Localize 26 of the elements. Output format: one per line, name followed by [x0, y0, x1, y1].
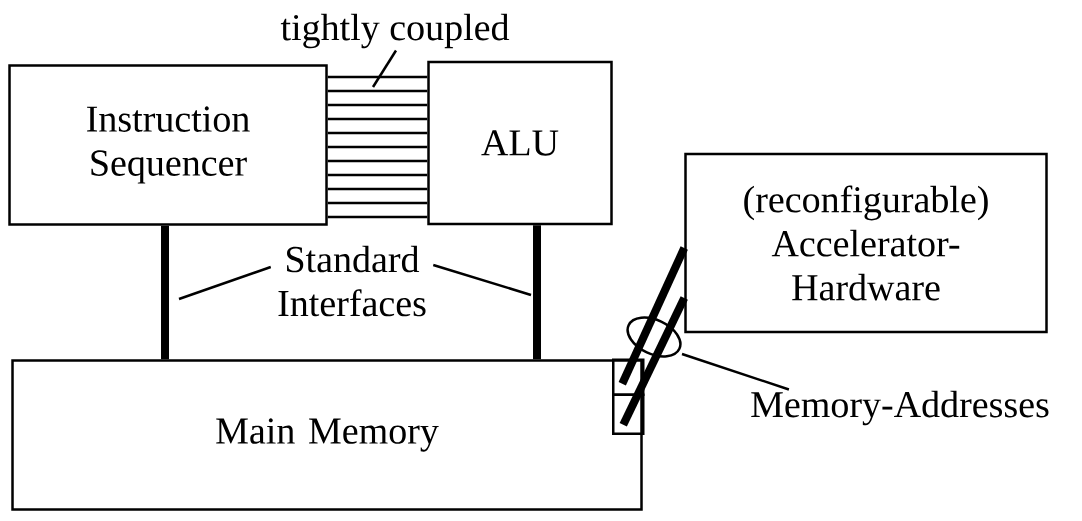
- bus-line: [327, 215, 428, 219]
- bus-line: [327, 201, 428, 205]
- memory-cell: [612, 358, 645, 396]
- memory-cell: [612, 393, 645, 435]
- process-box: ALU: [427, 60, 613, 226]
- connection-line: [619, 296, 688, 427]
- bus-line: [327, 145, 428, 149]
- process-box: (reconfigurable) Accelerator-Hardware: [684, 152, 1048, 334]
- annotation-label: tightly coupled: [280, 13, 510, 49]
- bus-line: [327, 75, 428, 79]
- leader-line: [432, 263, 532, 297]
- process-box: Instruction Sequencer: [8, 64, 328, 226]
- bus-line: [327, 103, 428, 107]
- bus-line: [327, 173, 428, 177]
- bus-line: [327, 159, 428, 163]
- annotation-label: Standard Interfaces: [278, 245, 426, 317]
- leader-line: [626, 316, 791, 391]
- bus-line: [327, 89, 428, 93]
- bus-line: [327, 117, 428, 121]
- bus-line: [327, 131, 428, 135]
- connection-line: [618, 246, 688, 386]
- bus-line: [327, 187, 428, 191]
- process-box: Main Memory: [11, 359, 643, 511]
- leader-line: [371, 49, 398, 88]
- leader-line: [178, 265, 272, 301]
- annotation-label: Memory-Addresses: [751, 390, 1049, 426]
